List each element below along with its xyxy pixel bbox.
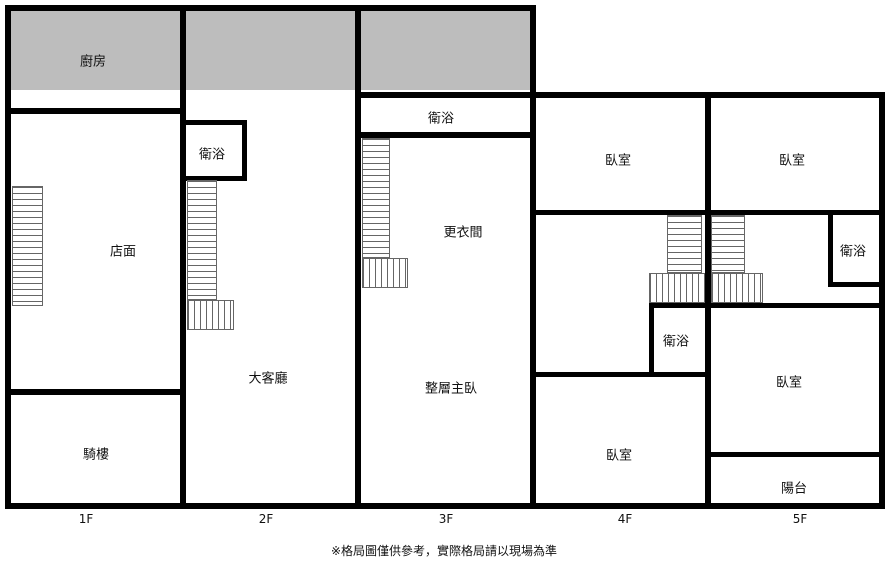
stair-4f-landing (649, 273, 705, 303)
wall-left (5, 5, 11, 509)
kitchen-area-2f (185, 10, 357, 90)
wall-5f-bath-bottom (828, 282, 885, 287)
room-bedroom-5f-top: 臥室 (778, 153, 806, 169)
wall-4f-5f (705, 92, 711, 509)
stair-1f (12, 186, 43, 306)
room-bath-2f: 衛浴 (198, 147, 226, 163)
floor-label-4f: 4F (617, 512, 633, 526)
room-master: 整層主臥 (424, 381, 478, 397)
room-dressing: 更衣間 (443, 225, 483, 241)
room-bedroom-4f-bottom: 臥室 (605, 448, 633, 464)
wall-2f-bath-top (180, 120, 247, 125)
wall-2f-3f (355, 5, 361, 509)
floor-label-1f: 1F (78, 512, 94, 526)
stair-2f-landing (187, 300, 234, 330)
room-bath-4f: 衛浴 (662, 334, 690, 350)
wall-top-left (5, 5, 536, 11)
wall-5f-upper (705, 210, 885, 215)
wall-5f-balcony (705, 452, 885, 457)
stair-3f-landing (362, 258, 408, 288)
room-bath-5f: 衛浴 (839, 244, 867, 260)
stair-3f (362, 138, 390, 258)
room-arcade: 騎樓 (82, 447, 110, 463)
room-living: 大客廳 (248, 371, 288, 387)
wall-1f-kitchen (5, 108, 186, 114)
stair-5f-landing (711, 273, 763, 303)
wall-4f-lower (530, 372, 711, 377)
wall-4f-bath-top (649, 303, 711, 308)
stair-4f (667, 215, 702, 273)
kitchen-gap (185, 90, 357, 95)
room-bedroom-4f-top: 臥室 (604, 153, 632, 169)
wall-right-3f-top (530, 5, 536, 509)
wall-3f-top (355, 92, 536, 98)
kitchen-area-3f (360, 10, 532, 90)
wall-2f-bath-bottom (180, 176, 247, 181)
room-shop: 店面 (109, 244, 137, 260)
floor-label-2f: 2F (258, 512, 274, 526)
wall-3f-bath (355, 132, 536, 138)
floor-label-3f: 3F (438, 512, 454, 526)
wall-1f-2f (180, 5, 186, 509)
wall-right (879, 92, 885, 509)
wall-4f-upper (530, 210, 711, 215)
stair-5f (711, 215, 745, 273)
wall-4f-bath-left (649, 303, 654, 377)
floor-label-5f: 5F (792, 512, 808, 526)
room-bedroom-5f-mid: 臥室 (775, 375, 803, 391)
wall-1f-arcade (5, 389, 186, 395)
wall-5f-bath-left (828, 210, 833, 287)
wall-5f-mid (705, 303, 885, 308)
stair-2f (187, 180, 217, 300)
disclaimer-note: ※格局圖僅供參考，實際格局請以現場為準 (330, 544, 558, 558)
room-bath-3f: 衛浴 (427, 111, 455, 127)
wall-2f-bath-right (242, 120, 247, 181)
room-balcony: 陽台 (780, 481, 808, 497)
room-kitchen: 廚房 (79, 54, 107, 70)
wall-bottom (5, 503, 885, 509)
